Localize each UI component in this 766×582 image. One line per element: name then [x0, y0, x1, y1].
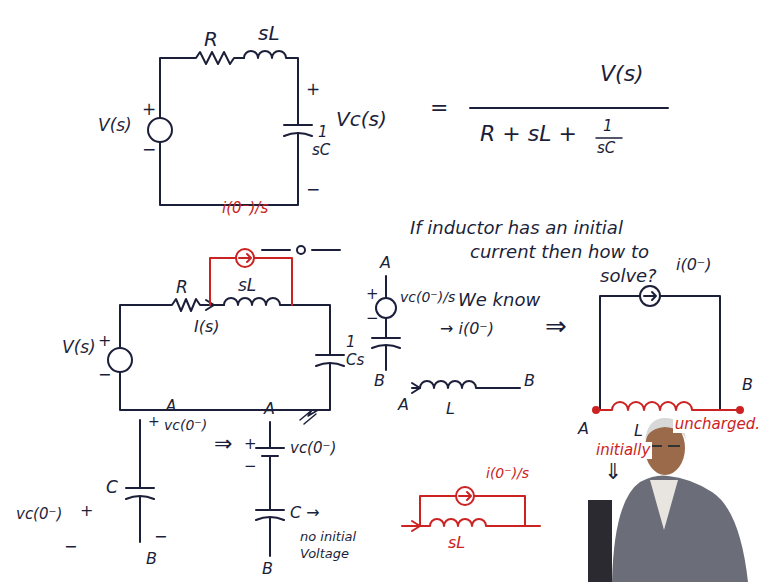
board-label: L	[634, 422, 643, 440]
board-label: +	[142, 100, 156, 119]
board-label: 1	[603, 118, 613, 135]
board-label: Vc(s)	[336, 108, 387, 130]
board-label: −	[98, 366, 111, 384]
board-label: −	[64, 538, 77, 556]
board-label: initially	[594, 442, 652, 459]
board-label: 1	[346, 334, 356, 351]
board-label: R + sL +	[480, 122, 577, 146]
board-label: A	[264, 400, 275, 418]
board-label: Voltage	[300, 547, 349, 561]
presenter-figure	[588, 418, 748, 582]
board-label: 1	[318, 124, 328, 141]
board-label: We know	[458, 290, 540, 310]
board-label: C →	[290, 504, 320, 522]
board-label: B	[524, 372, 535, 390]
board-label: A	[380, 254, 391, 272]
board-label: sL	[238, 276, 256, 295]
board-label: +	[306, 80, 320, 99]
board-label: vc(0⁻)	[164, 418, 207, 433]
board-label: i(0⁻)/s	[222, 200, 268, 217]
board-label: I(s)	[194, 318, 220, 336]
board-label: solve?	[600, 266, 657, 286]
board-label: If inductor has an initial	[410, 218, 623, 238]
board-label: −	[142, 140, 156, 159]
board-label: L	[446, 400, 455, 418]
board-label: A	[166, 398, 176, 415]
board-label: A	[398, 396, 409, 414]
board-label: +	[366, 286, 379, 303]
board-label: uncharged.	[673, 416, 762, 433]
board-label: i(0⁻)	[676, 256, 712, 274]
board-label: =	[430, 96, 448, 120]
board-label: +	[244, 436, 257, 453]
board-label: +	[148, 414, 160, 429]
board-label: +	[98, 332, 111, 350]
board-label: vc(0⁻)	[290, 440, 336, 457]
board-label: current then how to	[470, 242, 649, 262]
board-label: V(s)	[600, 62, 644, 86]
board-label: C	[106, 478, 118, 497]
board-label: ⇓	[604, 460, 622, 484]
board-label: vc(0⁻)	[16, 506, 62, 523]
board-label: vc(0⁻)/s	[400, 290, 455, 305]
board-label: −	[366, 310, 379, 327]
board-label: +	[80, 502, 93, 520]
board-label: no initial	[300, 530, 356, 544]
board-label: Cs	[346, 352, 364, 369]
board-label: → i(0⁻)	[440, 320, 494, 338]
board-label: sC	[312, 142, 330, 159]
board-label: ⇒	[214, 432, 232, 456]
board-label: V(s)	[62, 338, 96, 357]
board-label: B	[262, 560, 273, 578]
board-label: −	[244, 458, 257, 475]
board-label: R	[176, 278, 188, 297]
board-label: sC	[597, 140, 615, 157]
board-label: B	[374, 372, 385, 390]
board-label: sL	[258, 22, 280, 44]
board-label: B	[146, 550, 157, 568]
board-label: i(0⁻)/s	[486, 466, 529, 481]
board-label: −	[306, 180, 320, 199]
board-label: ⇒	[545, 312, 567, 341]
board-label: sL	[448, 534, 465, 552]
board-label: R	[204, 28, 218, 50]
board-label: B	[742, 376, 753, 394]
board-label: A	[578, 420, 589, 438]
board-label: V(s)	[98, 116, 132, 135]
board-label: −	[154, 528, 167, 546]
